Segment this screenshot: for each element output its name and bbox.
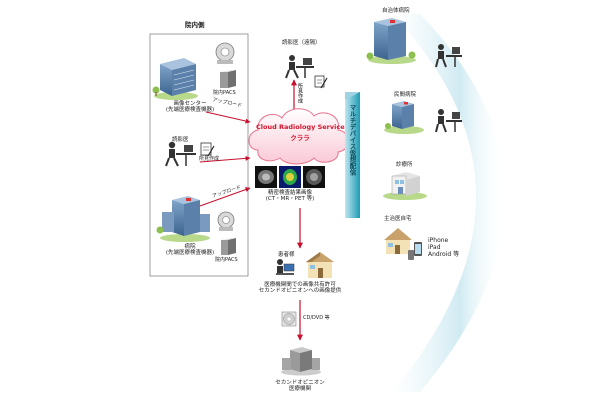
report-writing-label: 所見作成: [199, 156, 220, 162]
cloud-service-name: Cloud Radiology Service: [256, 123, 345, 131]
ct-scanner-icon: [215, 42, 235, 64]
municipal-doctor-icon: [435, 44, 462, 68]
remote-radiologist-icon: [285, 55, 314, 79]
patient-description-line1: 医療機関間での画像共有許可: [264, 282, 336, 288]
radiologist-label: 読影医: [172, 137, 189, 143]
imaging-center-name: 画像センター: [173, 101, 207, 107]
device-ipad: iPad: [428, 243, 441, 251]
private-hospital-label: 民間病院: [394, 92, 417, 98]
hospital-sub: (先端医療検査機器): [165, 250, 215, 257]
scan-images-caption-line1: 精密検査結果画像: [267, 190, 312, 196]
device-list: iPhone iPad Android 等: [428, 237, 460, 259]
upload-arrow-top: [205, 111, 251, 124]
patient-description-line2: セカンドオピニオンへの画像提供: [258, 288, 342, 295]
second-opinion-line2: 医療機関: [288, 386, 311, 393]
distribution-arc: [392, 14, 505, 392]
second-opinion-building-icon: [281, 347, 321, 376]
scan-images-caption-line2: (CT・MR・PET 等): [265, 196, 315, 203]
cd-dvd-label: CD/DVD 等: [303, 315, 330, 321]
patient-house-icon: [306, 252, 334, 278]
private-doctor-icon: [435, 109, 462, 133]
upload-arrow-middle: [199, 155, 251, 163]
second-opinion-label: セカンドオピニオン 医療機関: [264, 380, 336, 393]
report-document-icon: [200, 142, 215, 157]
pacs-server-icon: [220, 70, 236, 88]
ct-scanner-icon-2: [217, 211, 235, 231]
cloud-shape: [248, 108, 349, 165]
doctor-home-label: 主治医自宅: [384, 216, 412, 222]
imaging-center-building-icon: [152, 58, 198, 100]
patient-label: 患者様: [278, 252, 295, 258]
hospital-building-icon: [156, 196, 210, 242]
device-iphone: iPhone: [428, 237, 449, 244]
delivery-band: [345, 92, 360, 218]
delivery-band-label: マルチデバイス仮想配信: [348, 104, 356, 176]
private-hospital-icon: [384, 101, 424, 134]
pacs-server-icon-2: [221, 238, 236, 255]
municipal-hospital-icon: [366, 18, 416, 64]
mobile-devices-icon: [408, 242, 422, 260]
radiologist-icon: [165, 141, 196, 167]
device-android: Android 等: [428, 250, 460, 258]
clinic-label: 診療所: [396, 162, 413, 168]
remote-reader-label: 読影医（遠隔）: [282, 40, 321, 46]
remote-report-writing-label: 所見作成: [297, 83, 303, 103]
cloud-brand: クララ: [290, 134, 310, 142]
imaging-center-label: 画像センター (先端医療検査機器): [160, 101, 220, 114]
municipal-hospital-label: 自治体病院: [382, 8, 410, 14]
patient-icon: [276, 259, 295, 275]
scan-images-caption: 精密検査結果画像 (CT・MR・PET 等): [252, 190, 328, 203]
imaging-center-pacs-label: 院内PACS: [213, 90, 236, 96]
clinic-icon: [383, 172, 427, 200]
hospital-pacs-label: 院内PACS: [215, 257, 238, 263]
cd-dvd-icon: [281, 311, 297, 327]
upload-arrow-bottom: [199, 187, 251, 207]
scan-image-thumbnails: [255, 166, 325, 188]
doctor-home-icon: [384, 228, 412, 254]
hospital-label: 病院 (先端医療検査機器): [160, 244, 220, 257]
patient-description: 医療機関間での画像共有許可 セカンドオピニオンへの画像提供: [248, 282, 352, 295]
hospital-name: 病院: [184, 244, 196, 250]
remote-report-document-icon: [314, 75, 328, 89]
imaging-center-sub: (先端医療検査機器): [165, 107, 215, 114]
second-opinion-line1: セカンドオピニオン: [275, 380, 325, 386]
hospital-internal-title: 院内側: [185, 21, 205, 29]
